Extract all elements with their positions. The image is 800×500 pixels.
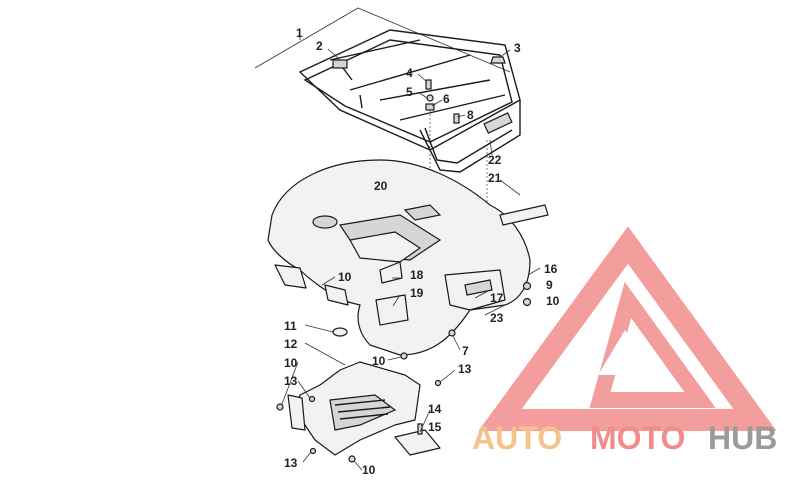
leader-lines	[281, 48, 541, 471]
callout-4: 4	[406, 66, 413, 80]
fender-storage-lid	[349, 231, 421, 263]
callout-14: 14	[428, 402, 442, 416]
nut-10-left	[276, 403, 284, 411]
callout-20: 20	[374, 179, 388, 193]
mud-flap-left	[274, 264, 307, 289]
nut-10-center	[400, 352, 408, 360]
washer-5	[426, 94, 434, 102]
callout-23: 23	[490, 311, 504, 325]
warning-label-19	[375, 294, 409, 326]
callout-10-fender: 10	[338, 270, 352, 284]
watermark-wordmark: AUTO MOTO HUB	[472, 420, 777, 456]
brand-word-moto: MOTO	[590, 420, 685, 456]
callout-labels: 1 2 3 4 5 6 8 22 21 20 10 18 19 16 9 10 …	[284, 26, 560, 477]
callout-10-left: 10	[284, 356, 298, 370]
grommet-11	[332, 327, 348, 337]
step-plate-14	[394, 429, 441, 456]
footwell	[276, 352, 442, 463]
rack-assembly-bracket	[254, 7, 511, 73]
fender-cupholder	[312, 215, 338, 229]
callout-18: 18	[410, 268, 424, 282]
callout-16: 16	[544, 262, 558, 276]
callout-13-bottom: 13	[284, 456, 298, 470]
callout-13-left: 13	[284, 374, 298, 388]
callout-3: 3	[514, 41, 521, 55]
footwell-side-bracket	[287, 394, 306, 431]
callout-7: 7	[462, 344, 469, 358]
callout-11: 11	[284, 319, 297, 333]
callout-10-bottom: 10	[362, 463, 376, 477]
decal-17	[464, 279, 493, 296]
bolt-7	[448, 329, 456, 337]
callout-1: 1	[296, 26, 303, 40]
callout-5: 5	[406, 85, 413, 99]
bracket-10	[324, 284, 349, 306]
nut-10-bottom	[348, 455, 356, 463]
callout-13-right: 13	[458, 362, 472, 376]
bolt-8	[453, 113, 460, 124]
rack-label-plate	[483, 112, 513, 134]
callout-2: 2	[316, 39, 323, 53]
callout-15: 15	[428, 420, 442, 434]
nut-10-right	[522, 297, 532, 307]
decal-21	[499, 204, 549, 226]
screw-13-right	[434, 379, 442, 387]
screw-15	[417, 423, 423, 435]
rear-rack	[298, 29, 521, 173]
screw-13-bottom	[309, 447, 317, 455]
brand-word-auto: AUTO	[472, 420, 562, 456]
callout-19: 19	[410, 286, 424, 300]
callout-6: 6	[443, 92, 450, 106]
nut-3	[490, 56, 506, 64]
callout-22: 22	[488, 153, 502, 167]
fender-vent	[403, 204, 442, 221]
callout-8: 8	[467, 108, 474, 122]
watermark-logo	[478, 226, 777, 431]
callout-12: 12	[284, 337, 298, 351]
callout-21: 21	[488, 171, 502, 185]
screw-13-left	[308, 395, 316, 403]
brand-word-hub: HUB	[708, 420, 777, 456]
callout-9: 9	[546, 278, 553, 292]
washer-9	[522, 281, 532, 291]
callout-10-right: 10	[546, 294, 560, 308]
callout-10-center: 10	[372, 354, 386, 368]
bolt-4	[425, 79, 432, 90]
callout-17: 17	[490, 291, 504, 305]
spacer-6	[425, 103, 435, 111]
rack-bracket-left	[332, 59, 348, 69]
rear-fender	[267, 159, 531, 356]
